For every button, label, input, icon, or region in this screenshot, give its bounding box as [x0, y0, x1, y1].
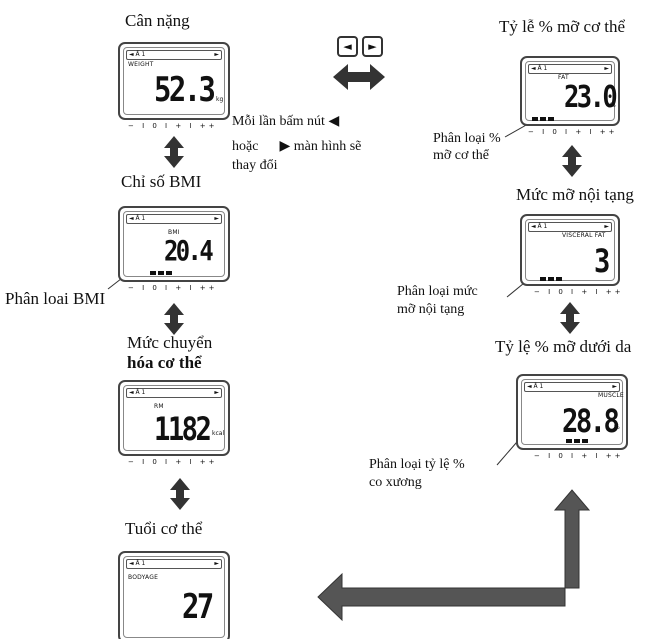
fat-tag: FAT — [558, 74, 569, 81]
bmi-tag: BMI — [168, 229, 180, 236]
rm-scale: − I 0 I + I ++ — [128, 458, 218, 466]
fat-class-line2: mỡ cơ thể — [433, 148, 490, 163]
visceral-class-line1: Phân loại mức — [397, 284, 478, 299]
device-weight: ◄ Å 1► WEIGHT 52.3 kg − I 0 I + I ++ — [118, 42, 230, 134]
rm-value: 1182 — [154, 410, 212, 448]
return-arrow — [317, 489, 591, 622]
bodyage-screen: ◄ Å 1► BODYAGE 27 — [118, 551, 230, 639]
instruction-text-1: Mỗi lần bấm nút — [232, 114, 325, 129]
left-triangle-icon: ◀ — [328, 114, 340, 129]
bodyage-value: 27 — [182, 587, 214, 627]
fat-unit: % — [610, 102, 616, 109]
visceral-tag: VISCERAL FAT — [562, 232, 606, 239]
bmi-title: Chỉ số BMI — [121, 172, 202, 191]
left-arrow-button[interactable]: ◄ — [337, 36, 358, 57]
rm-tag: RM — [154, 403, 164, 410]
bodyage-tag: BODYAGE — [128, 574, 159, 581]
device-bodyage: ◄ Å 1► BODYAGE 27 — [118, 551, 230, 639]
muscle-title: Tỷ lệ % mỡ dưới da — [495, 337, 632, 356]
muscle-scale: − I 0 I + I ++ — [534, 452, 624, 460]
double-arrow-horizontal — [333, 64, 385, 90]
instruction-text-3: màn hình sẽ — [293, 139, 362, 154]
weight-scale: − I 0 I + I ++ — [128, 122, 218, 130]
bmi-value: 20.4 — [164, 234, 214, 267]
muscle-tag: MUSCLE — [598, 392, 624, 399]
rm-unit: kcal — [212, 430, 225, 437]
bmi-scale: − I 0 I + I ++ — [128, 284, 218, 292]
fat-value: 23.0 — [564, 80, 618, 115]
device-visceral: ◄ Å 1► VISCERAL FAT 3 − I 0 I + I ++ — [520, 214, 620, 300]
muscle-class-bars — [566, 439, 588, 443]
muscle-screen: ◄ Å 1► MUSCLE 28.8 % — [516, 374, 628, 450]
double-arrow-fat-visceral — [562, 145, 582, 177]
double-arrow-rm-bodyage — [170, 478, 190, 510]
device-fat: ◄ Å 1► FAT 23.0 % − I 0 I + I ++ — [520, 56, 620, 138]
weight-unit: kg — [216, 96, 224, 103]
weight-value: 52.3 — [154, 70, 216, 110]
visceral-title: Mức mỡ nội tạng — [516, 185, 634, 204]
fat-class-bars — [532, 117, 554, 121]
visceral-value: 3 — [594, 242, 610, 280]
muscle-class-line2: co xương — [369, 475, 422, 490]
metabolism-title-line2: hóa cơ thể — [127, 353, 202, 372]
instruction-line1: Mỗi lần bấm nút ◀ — [232, 113, 339, 130]
weight-title: Cân nặng — [125, 11, 190, 30]
fat-scale: − I 0 I + I ++ — [528, 128, 618, 136]
bmi-screen: ◄ Å 1► BMI 20.4 — [118, 206, 230, 282]
metabolism-title-line1: Mức chuyển — [127, 333, 213, 352]
device-bmi: ◄ Å 1► BMI 20.4 − I 0 I + I ++ — [118, 206, 230, 298]
visceral-screen: ◄ Å 1► VISCERAL FAT 3 — [520, 214, 620, 286]
instruction-line3: thay đổi — [232, 158, 278, 173]
right-arrow-button[interactable]: ► — [362, 36, 383, 57]
double-arrow-visceral-muscle — [560, 302, 580, 334]
double-arrow-weight-bmi — [164, 136, 184, 168]
device-muscle: ◄ Å 1► MUSCLE 28.8 % − I 0 I + I ++ — [516, 374, 628, 466]
bmi-class-label: Phân loai BMI — [5, 289, 106, 308]
nav-buttons: ◄ ► — [337, 36, 383, 57]
visceral-class-bars — [540, 277, 562, 281]
device-rm: ◄ Å 1► RM 1182 kcal − I 0 I + I ++ — [118, 380, 230, 472]
visceral-class-line2: mỡ nội tạng — [397, 302, 465, 317]
double-arrow-bmi-rm — [164, 303, 184, 335]
rm-screen: ◄ Å 1► RM 1182 kcal — [118, 380, 230, 456]
weight-screen: ◄ Å 1► WEIGHT 52.3 kg — [118, 42, 230, 120]
fat-screen: ◄ Å 1► FAT 23.0 % — [520, 56, 620, 126]
weight-tag: WEIGHT — [128, 61, 154, 68]
instruction-text-2: hoặc — [232, 139, 259, 154]
bodyage-title: Tuổi cơ thể — [125, 519, 203, 538]
instruction-line2: hoặc ▶ màn hình sẽ — [232, 138, 361, 155]
bmi-class-bars — [150, 271, 172, 275]
fat-class-line1: Phân loại % — [433, 131, 501, 146]
muscle-class-line1: Phân loại tỷ lệ % — [369, 457, 465, 472]
fat-title: Tỷ lễ % mỡ cơ thể — [499, 17, 626, 36]
muscle-unit: % — [614, 424, 620, 431]
muscle-value: 28.8 — [562, 402, 620, 440]
right-triangle-icon: ▶ — [279, 139, 291, 154]
visceral-scale: − I 0 I + I ++ — [534, 288, 624, 296]
